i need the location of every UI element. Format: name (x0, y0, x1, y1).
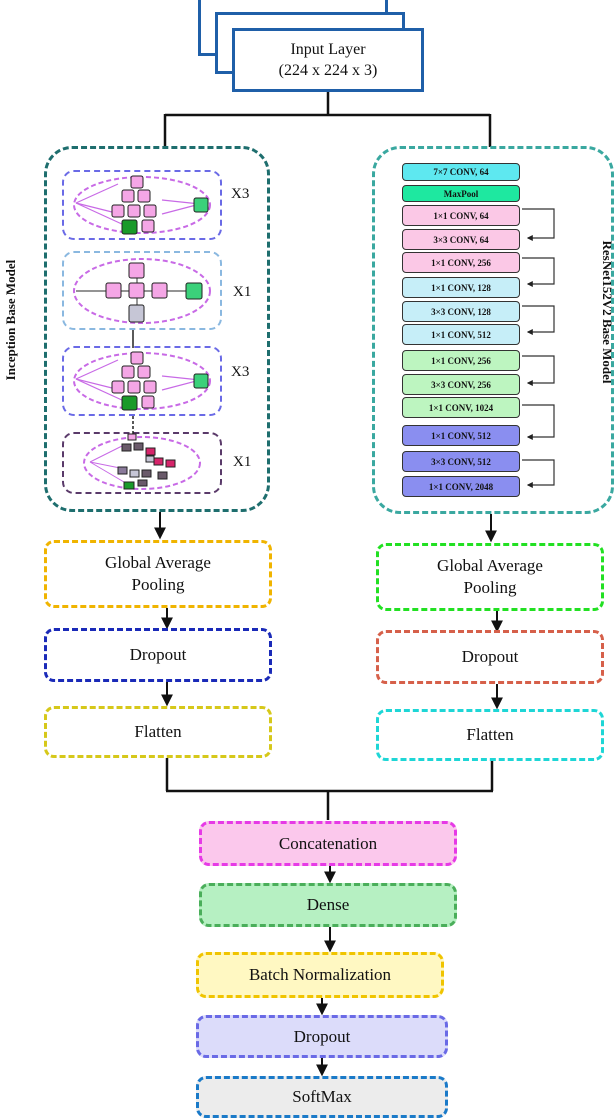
resnet-block-12: 1×1 CONV, 512 (402, 425, 520, 446)
right-global-average-pooling: Global Average Pooling (376, 543, 604, 611)
inception-base-frame (44, 146, 270, 512)
left-global-average-pooling: Global Average Pooling (44, 540, 272, 608)
head-dropout-label: Dropout (293, 1026, 351, 1046)
inception-module-3 (62, 346, 222, 416)
left-dropout: Dropout (44, 628, 272, 682)
resnet-block-1: 7×7 CONV, 64 (402, 163, 520, 181)
batch-normalization-layer: Batch Normalization (196, 952, 444, 998)
resnet-block-10: 3×3 CONV, 256 (402, 374, 520, 395)
resnet-block-5: 1×1 CONV, 256 (402, 252, 520, 273)
resnet-block-9: 1×1 CONV, 256 (402, 350, 520, 371)
dense-label: Dense (306, 895, 350, 914)
right-dropout-label: Dropout (461, 647, 519, 666)
resnet-block-4: 3×3 CONV, 64 (402, 229, 520, 250)
head-dropout-layer: Dropout (196, 1015, 448, 1058)
resnet-block-6: 1×1 CONV, 128 (402, 277, 520, 298)
right-dropout: Dropout (376, 630, 604, 684)
inception-module-3-graph (73, 351, 211, 411)
right-gap-line2: Pooling (463, 578, 517, 597)
right-gap-line1: Global Average (437, 556, 543, 575)
right-flatten: Flatten (376, 709, 604, 761)
inception-side-label: Inception Base Model (3, 259, 18, 381)
inception-module-4-graph (83, 433, 201, 490)
inception-multiplier-1: X3 (231, 186, 250, 202)
resnet-skip-connections (522, 208, 555, 488)
concatenation-layer: Concatenation (199, 821, 457, 866)
resnet-block-11: 1×1 CONV, 1024 (402, 397, 520, 418)
left-gap-line1: Global Average (105, 553, 211, 572)
input-layer-title: Input Layer (290, 41, 366, 58)
input-layer-shape: (224 x 224 x 3) (278, 62, 378, 79)
inception-module-1-graph (73, 175, 211, 235)
left-flatten: Flatten (44, 706, 272, 758)
module-connector-2-3 (132, 330, 134, 348)
resnet-block-2: MaxPool (402, 185, 520, 202)
input-layer-box: Input Layer (224 x 224 x 3) (232, 28, 424, 92)
inception-module-2 (62, 251, 222, 330)
resnet-block-13: 3×3 CONV, 512 (402, 451, 520, 472)
inception-multiplier-4: X1 (233, 454, 252, 470)
softmax-label: SoftMax (292, 1087, 352, 1106)
resnet-block-7: 3×3 CONV, 128 (402, 301, 520, 322)
resnet-block-3: 1×1 CONV, 64 (402, 205, 520, 226)
inception-multiplier-3: X3 (231, 364, 250, 380)
left-dropout-label: Dropout (129, 645, 187, 664)
dense-layer: Dense (199, 883, 457, 927)
module-connector-3-4 (132, 416, 134, 434)
left-flatten-label: Flatten (134, 722, 182, 741)
inception-module-4 (62, 432, 222, 494)
batch-normalization-label: Batch Normalization (248, 965, 392, 984)
resnet-base-frame (372, 146, 614, 514)
resnet-block-8: 1×1 CONV, 512 (402, 324, 520, 345)
softmax-layer: SoftMax (196, 1076, 448, 1118)
concatenation-label: Concatenation (278, 833, 378, 853)
resnet-block-14: 1×1 CONV, 2048 (402, 476, 520, 497)
right-flatten-label: Flatten (466, 725, 514, 744)
left-gap-line2: Pooling (131, 575, 185, 594)
inception-multiplier-2: X1 (233, 284, 252, 300)
inception-module-1 (62, 170, 222, 240)
inception-module-2-graph (73, 258, 211, 324)
